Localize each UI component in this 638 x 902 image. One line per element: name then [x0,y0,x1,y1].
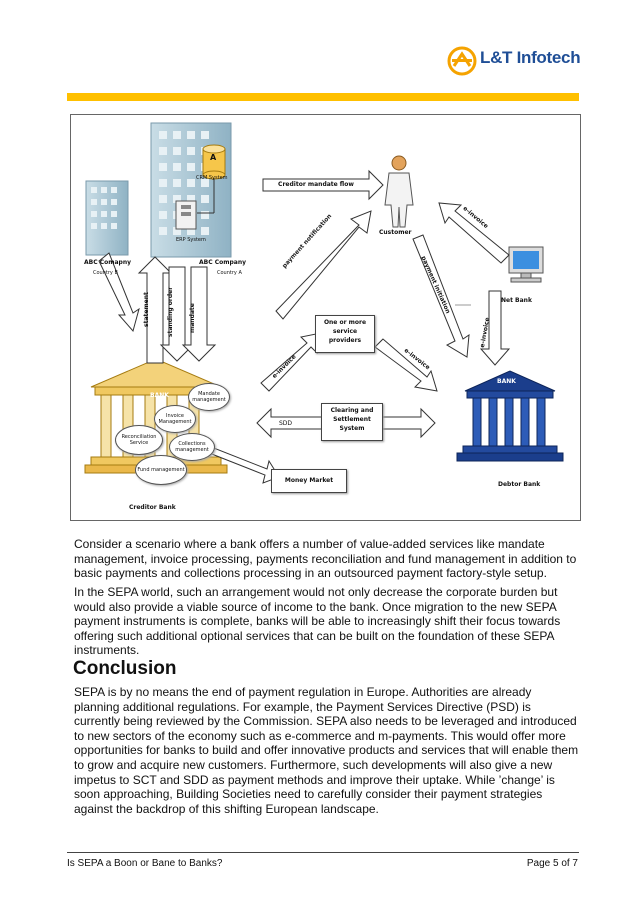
header-accent-bar [67,93,579,101]
footer-divider [67,852,579,853]
country-a-label: Country A [217,270,242,276]
paragraph-2: In the SEPA world, such an arrangement w… [74,585,579,658]
mandate-arrow [183,267,215,361]
footer-page-number: Page 5 of 7 [527,858,578,869]
crm-badge-label: A [210,153,216,162]
conclusion-heading: Conclusion [73,658,176,680]
office-building-b-icon [86,181,128,255]
sepa-diagram: CRM System A ERP System ABC Comapny Coun… [70,114,581,521]
service-providers-box: One or more service providers [315,315,375,353]
fund-management-bubble: Fund management [135,455,187,485]
lt-logo-icon [446,46,478,76]
bank-label-left: BANK [150,392,169,399]
paragraph-1: Consider a scenario where a bank offers … [74,537,579,581]
mandate-label: mandate [189,303,196,333]
crm-system-label: CRM System [196,175,228,181]
customer-label: Customer [379,229,412,236]
customer-person-icon [385,156,413,227]
creditor-bank-label: Creditor Bank [129,504,176,511]
paragraph-3: SEPA is by no means the end of payment r… [74,685,579,816]
crm-database-icon [203,145,225,179]
country-b-label: Country B [93,270,118,276]
creditor-mandate-flow-label: Creditor mandate flow [264,179,368,191]
sdd-label: SDD [279,420,292,427]
net-bank-computer-icon [509,247,543,282]
logo-text: L&T Infotech [480,48,580,68]
erp-server-icon [176,201,196,229]
standing-order-label: standing order [167,287,174,337]
clearing-settlement-box: Clearing and Settlement System [321,403,383,441]
net-bank-label: Net Bank [501,297,532,304]
footer-title: Is SEPA a Boon or Bane to Banks? [67,858,222,869]
bank-label-right: BANK [497,378,516,385]
erp-system-label: ERP System [176,237,206,243]
statement-label: statement [143,292,150,327]
invoice-management-bubble: Invoice Management [154,405,196,433]
money-market-box: Money Market [271,469,347,493]
mandate-management-bubble: Mandate management [188,383,230,411]
abc-company-a-label: ABC Company [199,259,246,266]
abc-company-b-label: ABC Comapny [84,259,131,266]
reconciliation-service-bubble: Reconciliation Service [115,425,163,455]
company-logo: L&T Infotech [446,44,576,80]
debtor-bank-label: Debtor Bank [498,481,540,488]
